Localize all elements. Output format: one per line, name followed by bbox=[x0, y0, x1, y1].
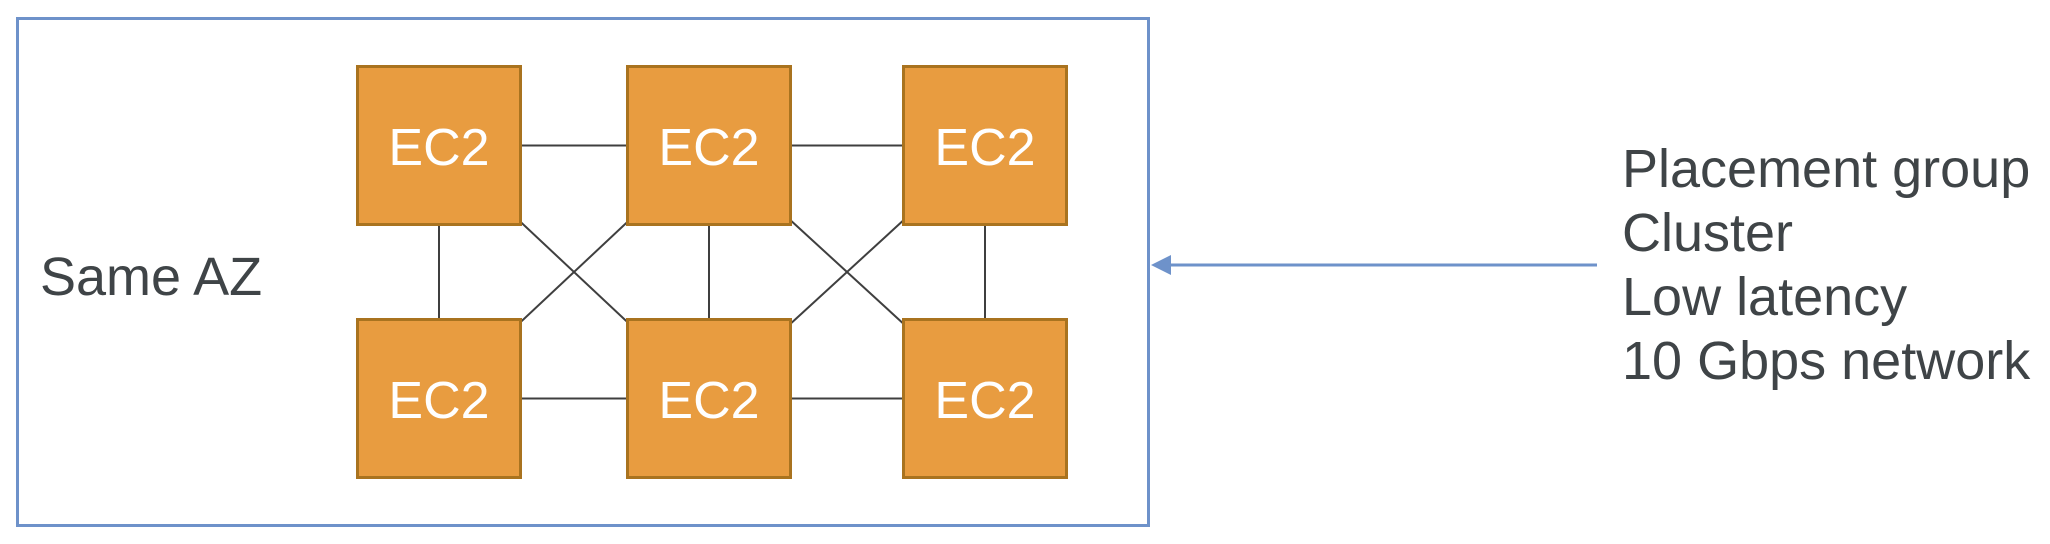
ec2-node-2: EC2 bbox=[626, 65, 792, 226]
annotation-text: Placement group Cluster Low latency 10 G… bbox=[1622, 137, 2030, 393]
same-az-label: Same AZ bbox=[40, 247, 263, 307]
ec2-node-6: EC2 bbox=[902, 318, 1068, 479]
annotation-line-4: 10 Gbps network bbox=[1622, 331, 2031, 391]
annotation-line-3: Low latency bbox=[1622, 267, 1908, 327]
ec2-node-5-label: EC2 bbox=[658, 371, 760, 430]
ec2-node-4-label: EC2 bbox=[388, 371, 490, 430]
arrow-head-icon bbox=[1151, 255, 1171, 275]
ec2-node-6-label: EC2 bbox=[934, 371, 1036, 430]
annotation-line-2: Cluster bbox=[1622, 203, 1794, 263]
ec2-node-5: EC2 bbox=[626, 318, 792, 479]
ec2-node-1-label: EC2 bbox=[388, 118, 490, 177]
ec2-node-4: EC2 bbox=[356, 318, 522, 479]
same-az-container bbox=[16, 17, 1150, 527]
annotation-line-1: Placement group bbox=[1622, 139, 2031, 199]
ec2-node-3: EC2 bbox=[902, 65, 1068, 226]
ec2-node-3-label: EC2 bbox=[934, 118, 1036, 177]
ec2-node-2-label: EC2 bbox=[658, 118, 760, 177]
ec2-node-1: EC2 bbox=[356, 65, 522, 226]
